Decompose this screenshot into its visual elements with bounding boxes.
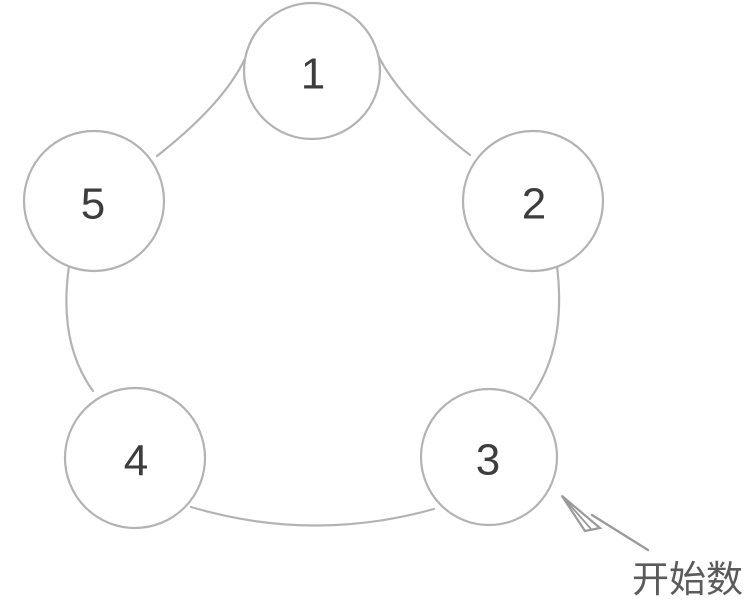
arrow-head-icon (561, 495, 603, 533)
node-circle-2[interactable] (461, 129, 605, 273)
link-arc-2-3 (528, 264, 561, 401)
node-circle-4[interactable] (63, 386, 207, 530)
node-label-3: 3 (476, 436, 500, 485)
link-arc-1-2 (373, 47, 472, 157)
arrow-head-rib (561, 495, 592, 530)
node-group (22, 1, 605, 530)
node-circle-1[interactable] (242, 1, 382, 141)
link-arc-3-4 (189, 505, 436, 527)
node-label-1: 1 (301, 50, 325, 99)
node-label-2: 2 (522, 180, 546, 229)
node-label-5: 5 (81, 180, 105, 229)
node-circle-5[interactable] (22, 129, 166, 273)
node-circle-3[interactable] (419, 387, 559, 527)
node-label-4: 4 (124, 437, 148, 486)
link-arc-5-1 (155, 47, 251, 158)
node-label-group: 1 2 3 4 5 (81, 50, 546, 486)
link-arc-4-5 (65, 264, 95, 393)
annotation-label: 开始数 (632, 558, 743, 601)
annotation-arrow (561, 495, 650, 552)
arrow-shaft-line (590, 513, 650, 552)
